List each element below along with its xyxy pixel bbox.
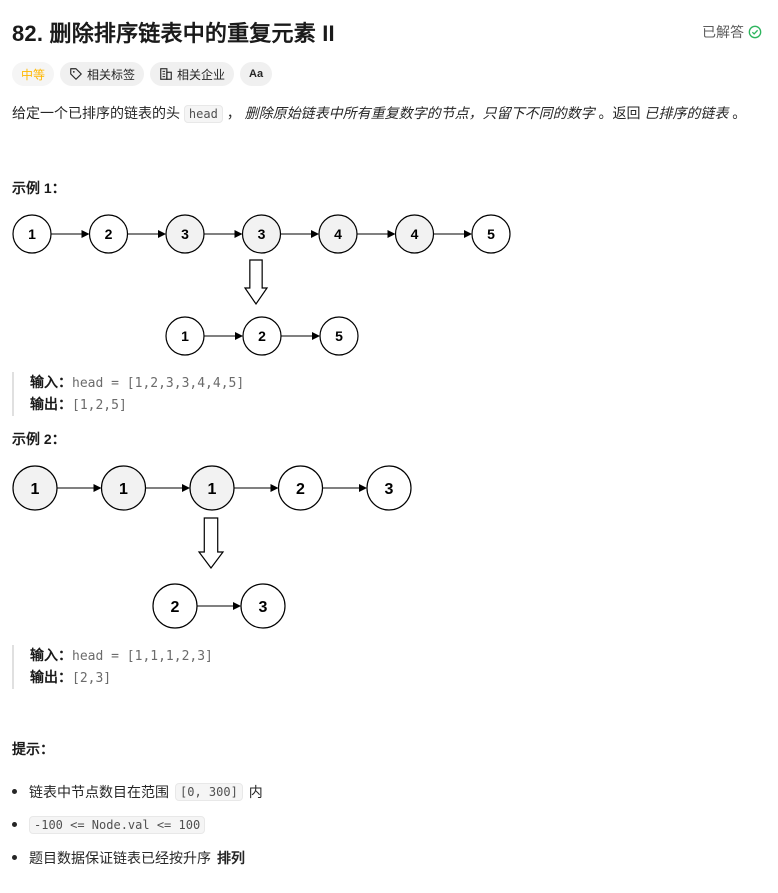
- example-1-before-node-label: 3: [258, 226, 266, 242]
- example-2-before-node-label: 2: [296, 481, 305, 498]
- list-item: -100 <= Node.val <= 100: [12, 808, 263, 841]
- example-2-io: 输入：head = [1,1,1,2,3] 输出：[2,3]: [12, 645, 213, 689]
- hints-list: 链表中节点数目在范围[0, 300]内 -100 <= Node.val <= …: [12, 775, 263, 874]
- example-1-after-node-label: 1: [181, 328, 189, 344]
- example-2-before-node-label: 3: [385, 481, 394, 498]
- example-2-after-node: [152, 583, 198, 629]
- example-2-heading: 示例 2：: [12, 431, 66, 447]
- example-1-after-node-label: 2: [258, 328, 266, 344]
- related-companies-button[interactable]: 相关企业: [150, 62, 235, 86]
- example-1-input: head = [1,2,3,3,4,4,5]: [72, 376, 245, 391]
- example-2-before-node-label: 1: [119, 481, 128, 498]
- down-arrow-icon: [197, 517, 225, 569]
- example-2-after-node-label: 2: [171, 599, 180, 616]
- hints-heading: 提示：: [12, 741, 54, 757]
- example-2-before-node: [189, 465, 235, 511]
- example-1-before-node: [165, 214, 205, 254]
- example-1-before-node: [394, 214, 435, 254]
- difficulty-badge[interactable]: 中等: [12, 62, 55, 86]
- solved-label: 已解答: [702, 24, 744, 40]
- page-title: 82. 删除排序链表中的重复元素 II: [12, 21, 335, 46]
- list-item: 链表中节点数目在范围[0, 300]内: [12, 775, 263, 808]
- example-1-before-node: [88, 214, 129, 254]
- example-1-after-node: [242, 316, 282, 356]
- building-icon: [160, 68, 172, 80]
- example-1-output: [1,2,5]: [72, 398, 127, 413]
- down-arrow-icon: [243, 259, 269, 306]
- example-2-output: [2,3]: [72, 671, 112, 686]
- related-tags-button[interactable]: 相关标签: [60, 62, 145, 86]
- problem-description: 给定一个已排序的链表的头 head ， 删除原始链表中所有重复数字的节点，只留下…: [12, 105, 747, 123]
- example-1-before-node-label: 4: [411, 226, 419, 242]
- inline-code-head: head: [183, 105, 223, 123]
- example-1-before-node: [241, 214, 282, 254]
- example-1-before-node: [12, 214, 52, 254]
- example-2-after-node: [240, 583, 286, 629]
- example-2-diagram: 1 1 1 2 3 2 3: [12, 465, 412, 629]
- example-1-before-node: [471, 214, 511, 254]
- tag-icon: [70, 68, 82, 80]
- example-1-before-node: [318, 214, 358, 254]
- example-2-after-node-label: 3: [259, 599, 268, 616]
- example-1-after-node: [319, 316, 359, 356]
- example-1-after-node-label: 5: [335, 328, 343, 344]
- example-1-before-node-label: 5: [487, 226, 495, 242]
- example-2-before-node-label: 1: [31, 481, 40, 498]
- example-2-before-node: [100, 465, 147, 511]
- example-2-before-node-label: 1: [208, 481, 217, 498]
- translate-icon: Aa: [249, 68, 264, 80]
- example-1-diagram: 1 2 3 3 4 4 5 1 2 5: [12, 214, 511, 356]
- example-1-heading: 示例 1：: [12, 180, 66, 196]
- example-2-input: head = [1,1,1,2,3]: [72, 649, 213, 664]
- check-circle-icon: [748, 25, 762, 39]
- translate-button[interactable]: Aa: [240, 62, 273, 86]
- tag-bar: 中等 相关标签 相关企业 Aa: [12, 62, 273, 86]
- list-item: 题目数据保证链表已经按升序排列: [12, 841, 263, 874]
- example-1-before-node-label: 1: [28, 226, 36, 242]
- example-1-after-node: [165, 316, 205, 356]
- example-1-before-node-label: 4: [334, 226, 342, 242]
- example-1-io: 输入：head = [1,2,3,3,4,4,5] 输出：[1,2,5]: [12, 372, 244, 416]
- solved-status[interactable]: 已解答: [702, 22, 762, 42]
- example-2-before-node: [277, 465, 324, 511]
- example-2-before-node: [366, 465, 412, 511]
- example-1-before-node-label: 2: [105, 226, 113, 242]
- example-2-before-node: [12, 465, 58, 511]
- example-1-before-node-label: 3: [181, 226, 189, 242]
